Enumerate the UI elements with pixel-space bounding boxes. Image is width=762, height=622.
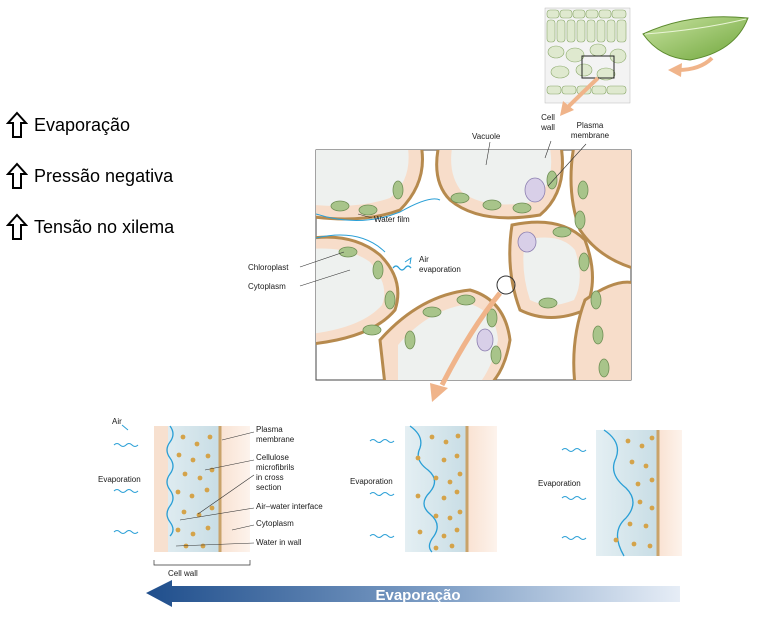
zoom-arrow-2 [439,291,502,387]
bullet-text: Evaporação [34,114,131,135]
bullet-pressao: Pressão negativa [6,161,266,191]
detail-panel-2 [369,425,497,553]
label-cellulose-line4: section [256,483,281,492]
label-evaporation-panel3: Evaporation [538,479,581,488]
label-cellulose-line1: Cellulose [256,453,289,462]
label-chloroplast: Chloroplast [248,263,289,272]
label-plasma-membrane-line1: Plasma [577,121,604,130]
label-evaporation: evaporation [419,265,461,274]
detail-panel-1 [113,424,255,566]
leaf-icon [642,16,749,61]
bullet-text: Tensão no xilema [34,216,175,237]
bullet-text: Pressão negativa [34,165,174,186]
label-plasma-membrane-line2: membrane [571,131,610,140]
label-cell-wall-line2: wall [540,123,555,132]
detail-panel-3 [561,429,682,557]
label-air-water-interface: Air–water interface [256,502,323,511]
bullet-tensao: Tensão no xilema [6,212,266,242]
label-evaporation-panel2: Evaporation [350,477,393,486]
label-evaporation: Evaporation [98,475,141,484]
up-arrow-outline-icon [6,213,28,240]
bullet-evaporacao: Evaporação [6,110,266,140]
leader-lines [299,140,587,287]
label-vacuole: Vacuole [472,132,501,141]
banner-text: Evaporação [375,587,460,604]
zoom-arrow-1 [565,76,600,110]
arrowhead [668,63,682,77]
arrowhead [430,383,448,402]
label-cytoplasm: Cytoplasm [256,519,294,528]
label-cellulose-line3: in cross [256,473,284,482]
mesophyll-cells-panel [315,149,632,381]
arrowhead [560,101,574,116]
label-cell-wall: Cell wall [168,569,198,578]
label-water-in-wall: Water in wall [256,538,302,547]
evaporation-direction-arrow [146,580,680,607]
label-cytoplasm: Cytoplasm [248,282,286,291]
up-arrow-outline-icon [6,111,28,138]
label-cell-wall-line1: Cell [541,113,555,122]
label-plasma-membrane-line2: membrane [256,435,295,444]
up-arrow-outline-icon [6,162,28,189]
leaf-to-section-arrow [677,56,714,72]
label-air: Air [419,255,429,264]
label-plasma-membrane-line1: Plasma [256,425,283,434]
label-water-film: Water film [374,215,410,224]
label-air: Air [112,417,122,426]
label-cellulose-line2: microfibrils [256,463,294,472]
